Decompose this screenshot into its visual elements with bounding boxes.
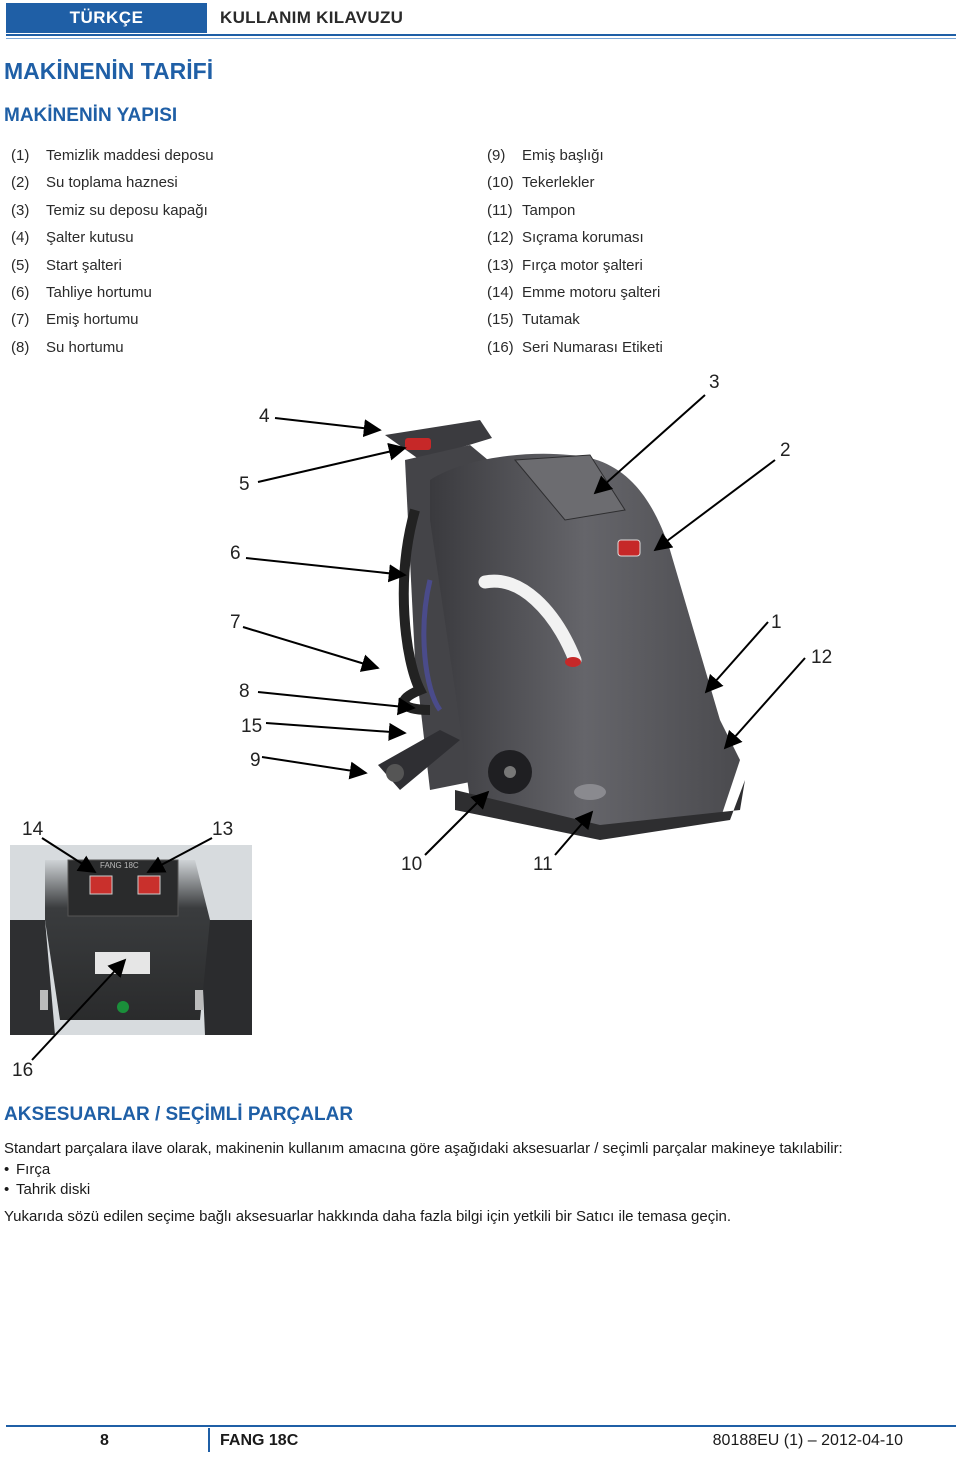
part-number: (4)	[11, 229, 30, 247]
part-label: Emiş başlığı	[522, 147, 604, 164]
part-number: (11)	[487, 201, 513, 219]
callout-16: 16	[12, 1060, 34, 1081]
part-number: (9)	[487, 147, 506, 164]
machine-illustration: FANG 18C	[10, 394, 806, 1061]
list-item: (2) Su toplama haznesi	[11, 173, 214, 200]
part-number: (14)	[487, 283, 514, 301]
footer-model: FANG 18C	[220, 1432, 299, 1449]
machine-diagram: FANG 18C 3 4 2	[0, 360, 960, 1090]
part-label: Tahliye hortumu	[46, 283, 152, 301]
part-label: Seri Numarası Etiketi	[522, 338, 663, 356]
part-number: (7)	[11, 311, 30, 329]
accessories-list: •Fırça •Tahrik diski	[4, 1160, 90, 1200]
header-rule	[6, 34, 956, 36]
parts-list-left: (1) Temizlik maddesi deposu (2) Su toplama…	[11, 146, 214, 365]
callout-4: 4	[259, 406, 270, 427]
part-number: (3)	[11, 201, 30, 219]
footer-rule	[6, 1425, 956, 1427]
page-number: 8	[100, 1432, 109, 1449]
part-number: (8)	[11, 338, 30, 356]
part-number: (16)	[487, 338, 514, 356]
callout-10: 10	[401, 854, 423, 875]
footer-doc-code: 80188EU (1) – 2012-04-10	[712, 1432, 903, 1449]
list-item: (3) Temiz su deposu kapağı	[11, 201, 214, 228]
callout-13: 13	[212, 819, 234, 840]
list-item: •Tahrik diski	[4, 1181, 91, 1198]
manual-title: KULLANIM KILAVUZU	[220, 8, 404, 27]
part-label: Sıçrama koruması	[522, 229, 644, 247]
callout-8: 8	[239, 681, 250, 702]
part-number: (5)	[11, 256, 30, 274]
subsection-title: MAKİNENİN YAPISI	[4, 105, 178, 126]
part-label: Emiş hortumu	[46, 311, 139, 329]
list-item: (7) Emiş hortumu	[11, 310, 214, 337]
list-item: (13) Fırça motor şalteri	[487, 256, 663, 283]
part-label: Su toplama haznesi	[46, 174, 178, 192]
part-number: (6)	[11, 283, 30, 301]
accessory-label: Tahrik diski	[16, 1181, 91, 1198]
part-number: (13)	[487, 256, 514, 274]
list-item: (12) Sıçrama koruması	[487, 228, 663, 255]
callout-arrows	[31, 394, 806, 1061]
part-label: Temiz su deposu kapağı	[46, 201, 208, 219]
part-number: (12)	[487, 229, 514, 247]
accessory-label: Fırça	[16, 1161, 51, 1178]
callout-6: 6	[230, 543, 241, 564]
list-item: (8) Su hortumu	[11, 338, 214, 365]
part-label: Temizlik maddesi deposu	[46, 147, 214, 164]
part-label: Şalter kutusu	[46, 229, 134, 247]
part-label: Start şalteri	[46, 256, 122, 274]
header-rule-thin	[6, 38, 956, 39]
list-item: (9) Emiş başlığı	[487, 146, 663, 173]
accessories-intro: Standart parçalara ilave olarak, makinen…	[4, 1140, 843, 1157]
control-panel-inset: FANG 18C	[10, 845, 252, 1035]
callout-5: 5	[239, 474, 250, 495]
part-number: (1)	[11, 147, 30, 164]
list-item: •Fırça	[4, 1161, 51, 1178]
part-label: Fırça motor şalteri	[522, 256, 643, 274]
part-label: Tampon	[522, 201, 576, 219]
list-item: (5) Start şalteri	[11, 256, 214, 283]
language-badge: TÜRKÇE	[6, 3, 207, 33]
list-item: (6) Tahliye hortumu	[11, 283, 214, 310]
list-item: (10) Tekerlekler	[487, 173, 663, 200]
part-label: Tutamak	[522, 311, 580, 329]
callout-14: 14	[22, 819, 44, 840]
callout-3: 3	[709, 372, 720, 393]
callout-11: 11	[533, 854, 553, 875]
accessories-outro: Yukarıda sözü edilen seçime bağlı aksesu…	[4, 1208, 732, 1225]
list-item: (4) Şalter kutusu	[11, 228, 214, 255]
callout-15: 15	[241, 716, 263, 737]
callout-12: 12	[811, 647, 833, 668]
part-number: (10)	[487, 174, 514, 192]
panel-model-text: FANG 18C	[100, 861, 139, 870]
list-item: (15) Tutamak	[487, 310, 663, 337]
callout-7: 7	[230, 612, 241, 633]
list-item: (11) Tampon	[487, 201, 663, 228]
footer-separator	[208, 1428, 210, 1452]
callout-9: 9	[250, 750, 261, 771]
part-label: Tekerlekler	[522, 174, 595, 192]
callout-2: 2	[780, 440, 791, 461]
part-number: (2)	[11, 174, 30, 192]
part-label: Emme motoru şalteri	[522, 283, 661, 301]
parts-list-right: (9) Emiş başlığı (10) Tekerlekler (11) Tamp…	[487, 146, 663, 365]
part-label: Su hortumu	[46, 338, 124, 356]
part-number: (15)	[487, 311, 514, 329]
section-title: MAKİNENİN TARİFİ	[4, 58, 214, 84]
list-item: (16) Seri Numarası Etiketi	[487, 338, 663, 365]
scrubber-machine	[378, 420, 745, 840]
accessories-title: AKSESUARLAR / SEÇİMLİ PARÇALAR	[4, 1104, 354, 1125]
list-item: (14) Emme motoru şalteri	[487, 283, 663, 310]
callout-1: 1	[771, 612, 782, 633]
list-item: (1) Temizlik maddesi deposu	[11, 146, 214, 173]
